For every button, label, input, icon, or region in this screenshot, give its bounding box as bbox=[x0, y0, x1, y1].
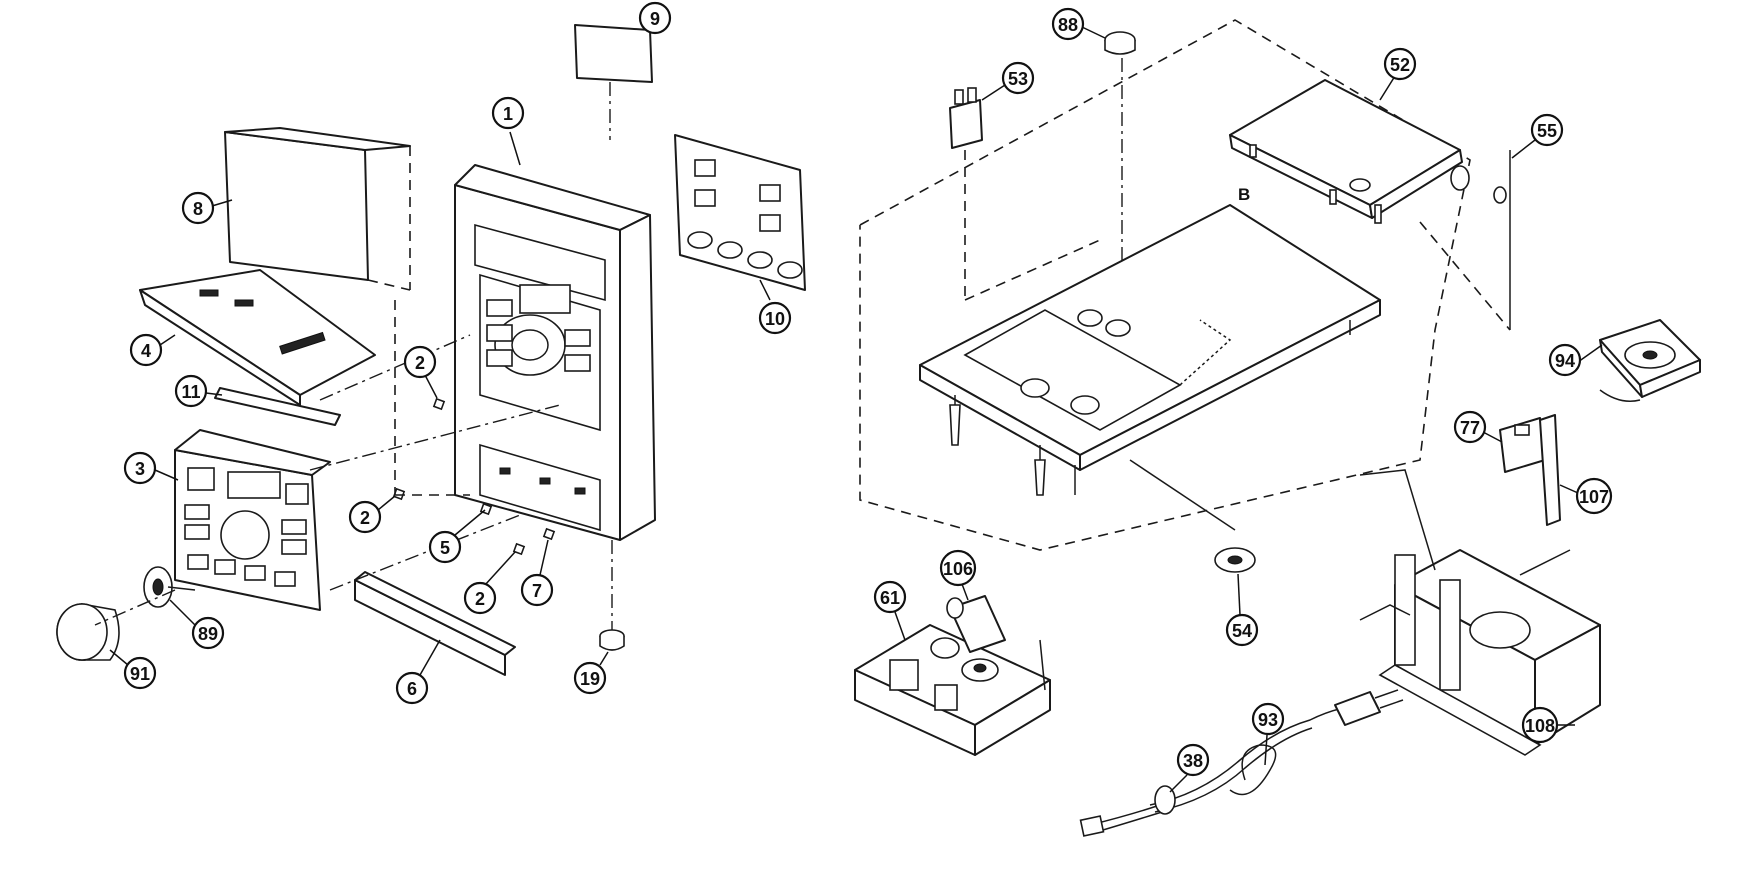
callout-label: 52 bbox=[1390, 55, 1410, 75]
callout-label: 1 bbox=[503, 104, 513, 124]
callout-label: 89 bbox=[198, 624, 218, 644]
callout-label: 2 bbox=[415, 353, 425, 373]
assembly-lines-left bbox=[94, 300, 561, 626]
callout-label: 4 bbox=[141, 341, 151, 361]
callout-label: 91 bbox=[130, 664, 150, 684]
callout-9: 9 bbox=[638, 1, 672, 35]
part-77-switch bbox=[1499, 417, 1546, 473]
part-9-panel bbox=[574, 24, 653, 140]
part-53-connector bbox=[949, 87, 1101, 301]
callout-19: 19 bbox=[573, 651, 609, 695]
callout-54: 54 bbox=[1225, 573, 1259, 647]
callout-108: 108 bbox=[1521, 706, 1575, 744]
callout-label: 10 bbox=[765, 309, 785, 329]
callout-label: 93 bbox=[1258, 710, 1278, 730]
callout-7: 7 bbox=[520, 539, 554, 607]
callout-52: 52 bbox=[1379, 47, 1417, 101]
callout-label: 88 bbox=[1058, 15, 1078, 35]
callout-55: 55 bbox=[1511, 113, 1564, 159]
callout-label: 19 bbox=[580, 669, 600, 689]
callout-label: 107 bbox=[1579, 487, 1609, 507]
callout-label: 54 bbox=[1232, 621, 1252, 641]
part-1-main-cabinet bbox=[454, 164, 656, 541]
part-6-bottom-strip bbox=[354, 571, 516, 676]
callout-label: 7 bbox=[532, 581, 542, 601]
callout-88: 88 bbox=[1051, 7, 1106, 41]
callout-107: 107 bbox=[1559, 477, 1613, 515]
callout-38: 38 bbox=[1169, 743, 1210, 793]
callout-61: 61 bbox=[873, 580, 907, 641]
part-11-strip bbox=[214, 387, 341, 426]
part-61-mechanism bbox=[854, 624, 1051, 756]
callout-label: 2 bbox=[360, 508, 370, 528]
callout-label: 8 bbox=[193, 199, 203, 219]
part-93-power-cord bbox=[1149, 689, 1404, 813]
callout-label: 2 bbox=[475, 589, 485, 609]
callout-93: 93 bbox=[1251, 702, 1285, 766]
callout-77: 77 bbox=[1453, 410, 1503, 444]
part-108-transformer bbox=[1359, 469, 1601, 756]
callout-label: 38 bbox=[1183, 751, 1203, 771]
callout-label: 9 bbox=[650, 9, 660, 29]
callout-label: 77 bbox=[1460, 418, 1480, 438]
callout-91: 91 bbox=[109, 649, 157, 690]
part-106-drive-rod bbox=[946, 595, 1006, 653]
part-10-circuit-board bbox=[674, 134, 806, 291]
callout-5: 5 bbox=[428, 509, 486, 564]
part-4-circuit-tray bbox=[139, 269, 376, 406]
part-8-top-panel bbox=[224, 127, 411, 291]
callout-89: 89 bbox=[169, 599, 225, 650]
callout-4: 4 bbox=[129, 333, 176, 367]
part-89-knob-shaft bbox=[143, 566, 196, 608]
part-38-cord-connector bbox=[1079, 785, 1176, 837]
callout-2a: 2 bbox=[403, 345, 438, 399]
callout-label: 106 bbox=[943, 559, 973, 579]
callout-label: 61 bbox=[880, 588, 900, 608]
callout-label: 3 bbox=[135, 459, 145, 479]
callout-1: 1 bbox=[491, 96, 525, 166]
callout-label: 108 bbox=[1525, 716, 1555, 736]
callout-3: 3 bbox=[123, 451, 179, 485]
callout-11: 11 bbox=[174, 374, 223, 408]
callout-106: 106 bbox=[939, 549, 977, 601]
part-54-grommet bbox=[1214, 547, 1256, 573]
part-91-knob bbox=[56, 603, 120, 661]
callout-label: 6 bbox=[407, 679, 417, 699]
screw-parts bbox=[392, 397, 556, 556]
chassis-label-b: B bbox=[1238, 185, 1250, 204]
part-19-foot bbox=[599, 540, 625, 651]
callout-8: 8 bbox=[181, 191, 233, 225]
callout-label: 53 bbox=[1008, 69, 1028, 89]
main-chassis bbox=[919, 204, 1381, 531]
part-52-board bbox=[1229, 79, 1463, 224]
callout-53: 53 bbox=[981, 61, 1035, 101]
callout-label: 5 bbox=[440, 538, 450, 558]
callout-label: 94 bbox=[1555, 351, 1575, 371]
callout-6: 6 bbox=[395, 639, 441, 705]
callout-94: 94 bbox=[1548, 343, 1603, 377]
enclosure-outline bbox=[859, 19, 1471, 551]
part-107-bracket bbox=[1539, 414, 1561, 526]
callout-10: 10 bbox=[758, 279, 792, 335]
callout-2b: 2 bbox=[348, 495, 396, 534]
part-94-fan bbox=[1599, 319, 1701, 402]
part-55-clip bbox=[1419, 150, 1511, 331]
callout-label: 55 bbox=[1537, 121, 1557, 141]
callout-label: 11 bbox=[181, 382, 200, 402]
callout-2c: 2 bbox=[463, 551, 516, 615]
part-3-front-panel bbox=[174, 429, 331, 611]
